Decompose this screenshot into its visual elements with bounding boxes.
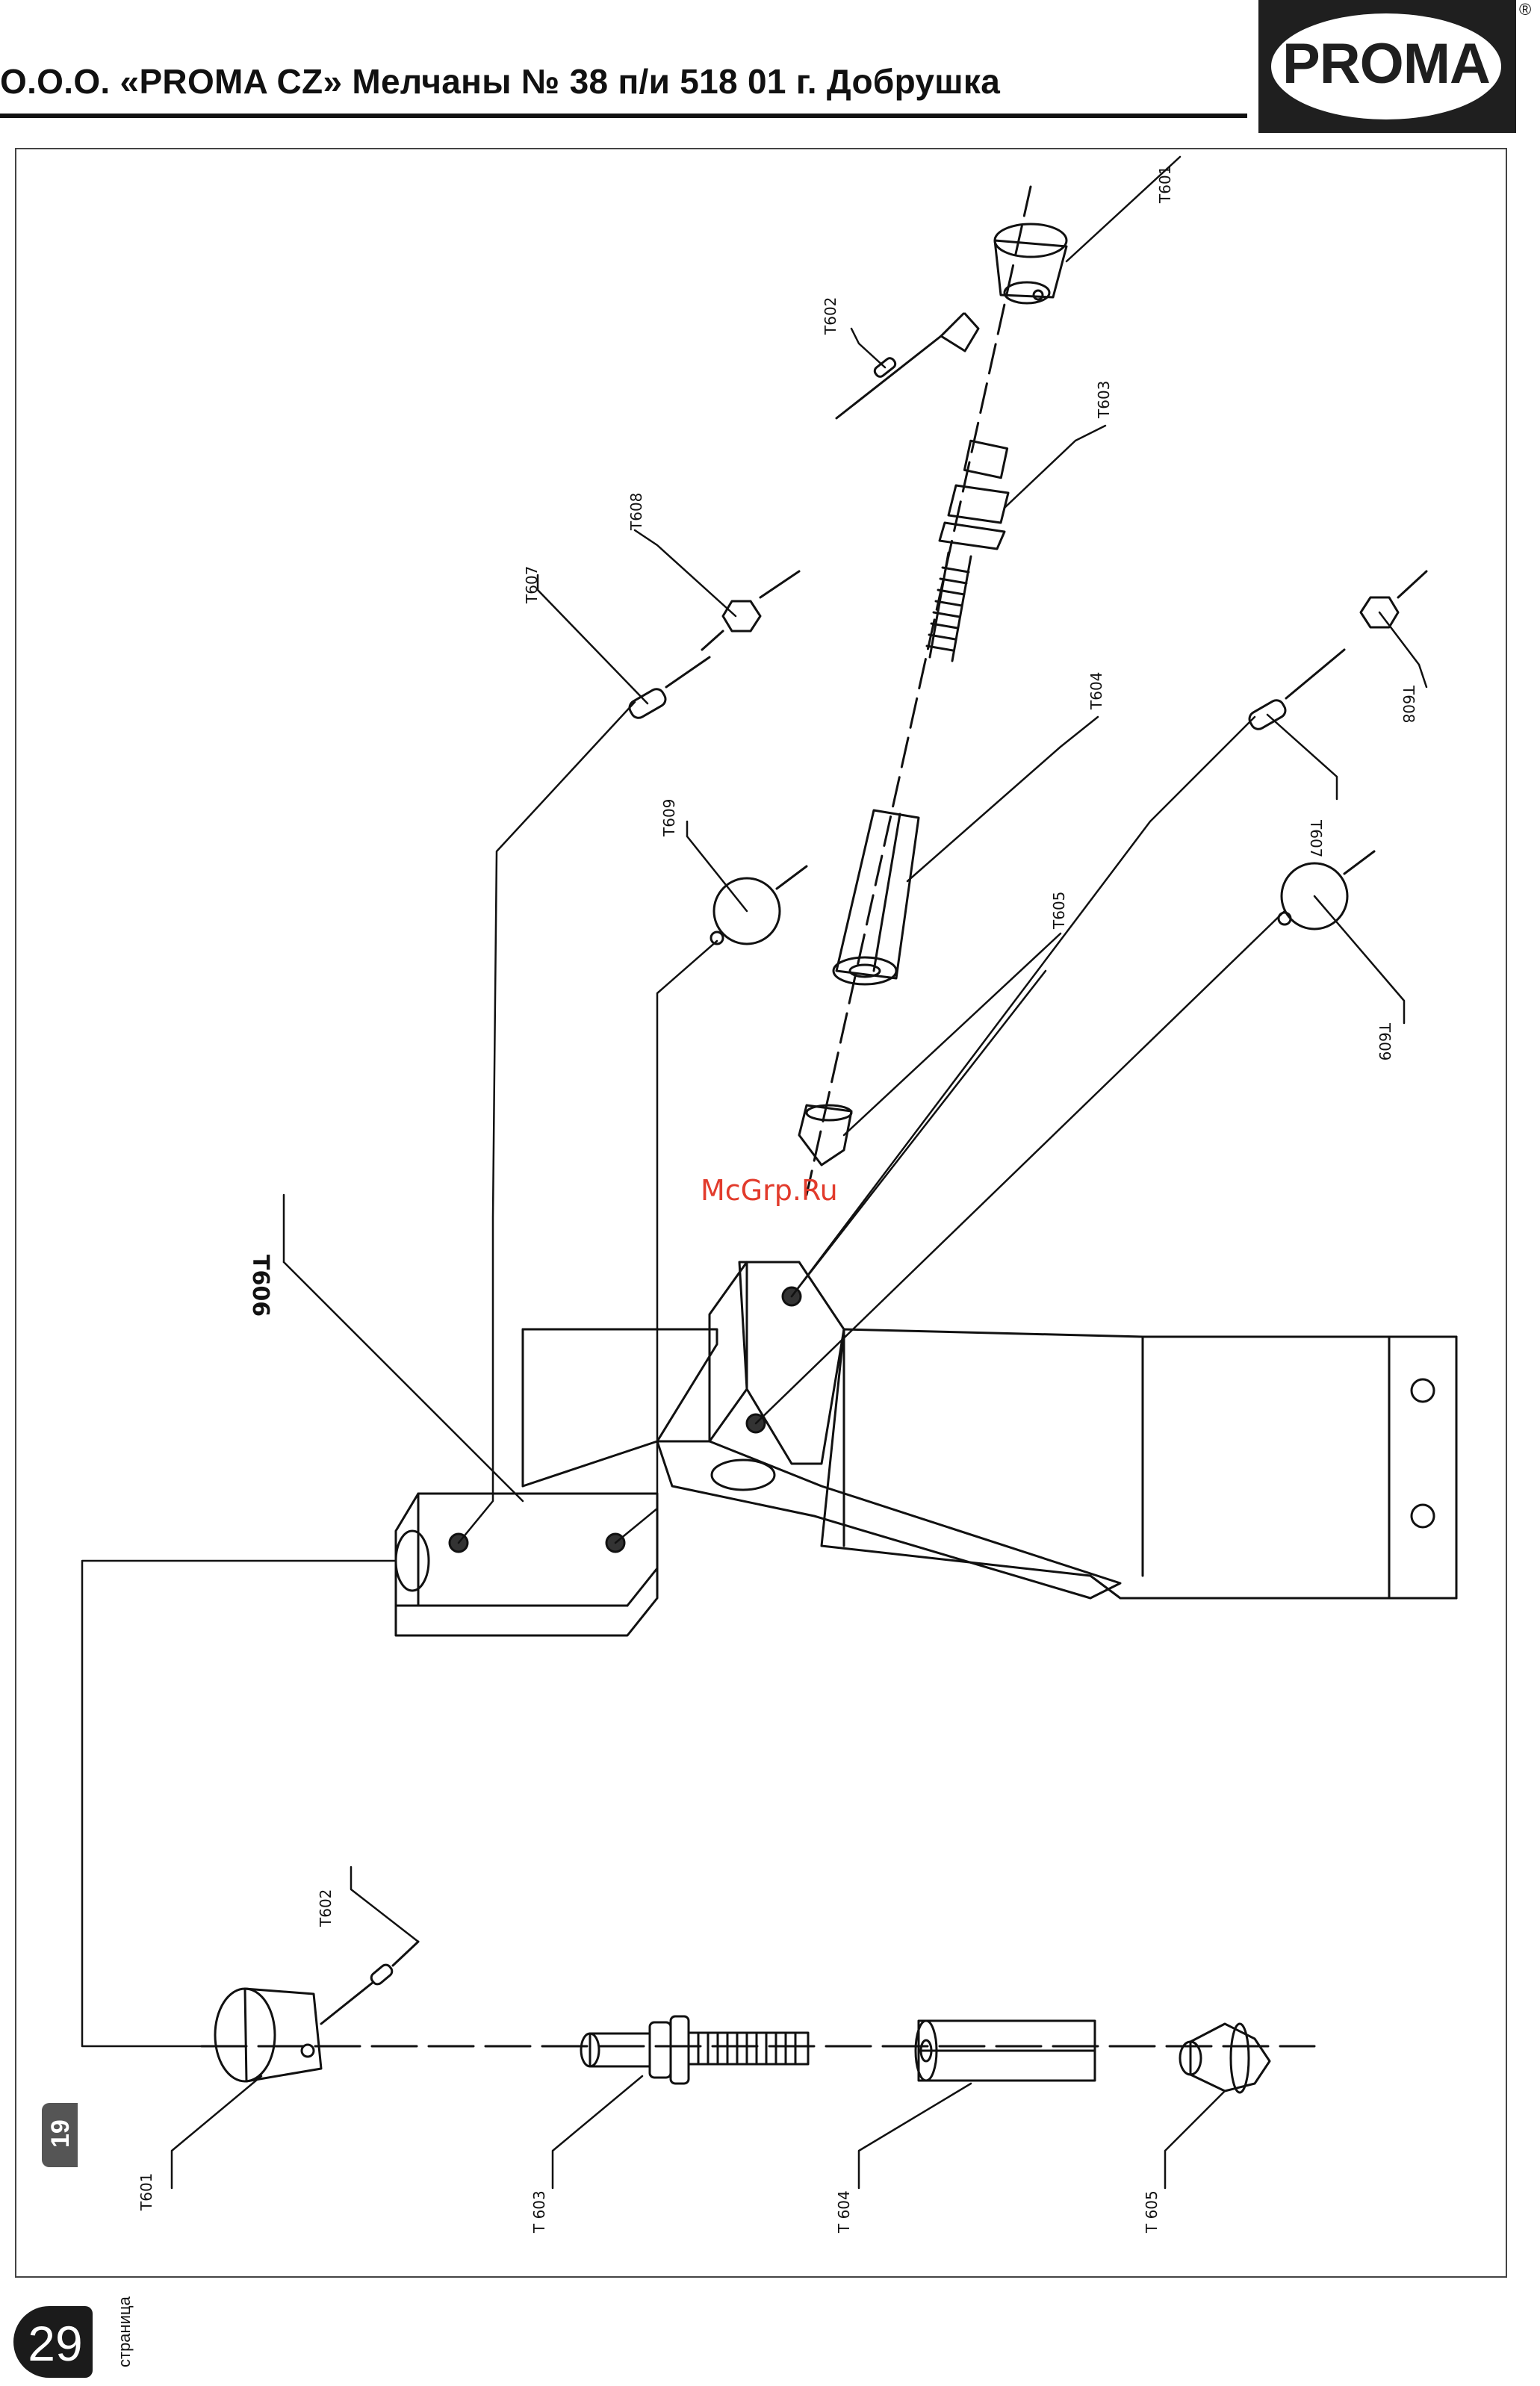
left-hardware [627,571,807,944]
label-t601-top: T601 [1156,166,1174,203]
label-t601-bottom: T601 [137,2173,155,2211]
upper-axis [799,187,1066,1195]
label-t608-left: T608 [627,493,645,530]
label-t605-bottom: T 605 [1143,2190,1161,2233]
label-t609-left: T609 [660,799,678,836]
label-t602-bottom: T602 [317,1889,335,1927]
label-t602-top: T602 [822,297,839,335]
section-number: 19 [46,2119,75,2148]
label-t607-left: T607 [523,566,541,603]
watermark: McGrp.Ru [701,1174,838,1207]
lower-axis [202,1942,1314,2093]
right-hardware [1246,571,1426,929]
page-number: 29 [18,2315,93,2372]
label-t607-right: T607 [1307,820,1325,857]
section-number-tab: 19 [42,2103,78,2167]
label-t606: T606 [247,1255,273,1317]
leader-lines [82,702,1285,2046]
base-bracket [396,1262,1456,1635]
label-t604-bottom: T 604 [835,2190,853,2233]
label-t608-right: T608 [1400,686,1418,723]
label-t609-right: T609 [1376,1023,1394,1060]
page-word: страница [115,2296,134,2367]
label-t605-top: T605 [1050,892,1068,929]
t602-top-pin [836,314,978,418]
label-t603-top: T603 [1095,381,1113,418]
label-t604-top: T604 [1087,672,1105,709]
label-t603-bottom: T 603 [530,2190,548,2233]
upper-leaders [538,157,1426,1135]
